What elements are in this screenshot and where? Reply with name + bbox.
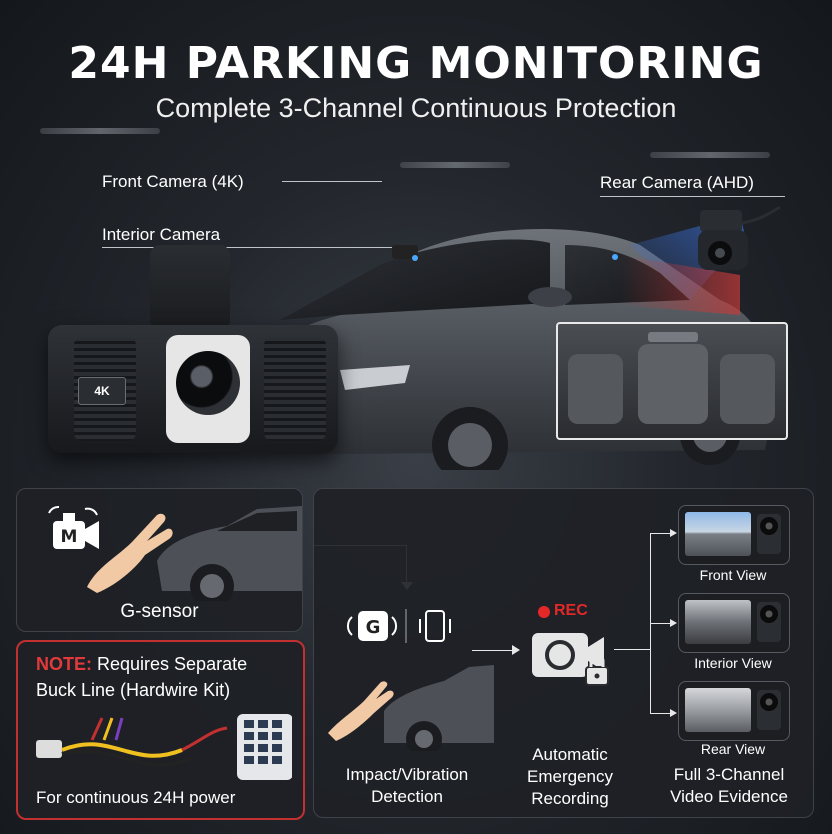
impact-label-line-2: Detection bbox=[371, 787, 443, 806]
recording-label-line-1: Automatic bbox=[532, 745, 608, 764]
rear-view-label: Rear View bbox=[700, 741, 766, 757]
gsensor-panel: M G-sensor bbox=[16, 488, 303, 632]
gsensor-label: G-sensor bbox=[120, 601, 199, 622]
connector-line bbox=[650, 623, 672, 624]
rear-camera-icon bbox=[698, 205, 780, 270]
hand-icon bbox=[87, 513, 173, 593]
note-line-1: NOTE: Requires Separate bbox=[36, 654, 247, 675]
interior-view-card bbox=[678, 593, 790, 653]
gsensor-letter: M bbox=[61, 527, 78, 547]
front-view-screen bbox=[685, 512, 751, 556]
interior-view-label: Interior View bbox=[694, 655, 772, 671]
front-view-card bbox=[678, 505, 790, 565]
camera-lens-icon bbox=[176, 351, 240, 415]
lens-icon bbox=[760, 605, 778, 623]
note-line-2: Buck Line (Hardwire Kit) bbox=[36, 680, 231, 700]
4k-badge: 4K bbox=[78, 377, 126, 405]
recording-flow-panel: G Impact/Vibration Detection REC Automat… bbox=[313, 488, 814, 818]
rear-camera-leader bbox=[600, 196, 785, 197]
arrow-right-icon bbox=[670, 709, 677, 717]
connector-line bbox=[472, 650, 514, 651]
recording-label-line-3: Recording bbox=[531, 789, 609, 808]
dashcam-mini-icon bbox=[757, 514, 781, 554]
impact-label-line-1: Impact/Vibration bbox=[345, 765, 469, 784]
rear-camera-label: Rear Camera (AHD) bbox=[600, 173, 754, 192]
interior-camera-label: Interior Camera bbox=[102, 225, 221, 244]
lens-housing bbox=[166, 335, 250, 443]
note-prefix: NOTE: bbox=[36, 654, 92, 674]
g-letter: G bbox=[366, 617, 381, 638]
page-title: 24H PARKING MONITORING bbox=[68, 38, 764, 89]
interior-camera-leader bbox=[102, 247, 392, 248]
lens-icon bbox=[760, 693, 778, 711]
front-camera-leader bbox=[282, 181, 382, 182]
connector-line bbox=[650, 533, 672, 534]
dashcam-mini-icon bbox=[757, 602, 781, 642]
rec-dot-icon bbox=[538, 606, 550, 618]
ceiling-light bbox=[400, 162, 510, 168]
dashcam-mount bbox=[150, 245, 230, 330]
car-seats-icon bbox=[568, 332, 775, 424]
page-subtitle: Complete 3-Channel Continuous Protection bbox=[155, 93, 677, 123]
evidence-label-line-1: Full 3-Channel bbox=[673, 765, 785, 784]
interior-view-screen bbox=[685, 600, 751, 644]
arrow-right-icon bbox=[670, 529, 677, 537]
recording-camera-icon bbox=[532, 633, 609, 686]
arrow-right-icon bbox=[512, 645, 520, 655]
vibration-sensor-icon: G bbox=[346, 609, 451, 643]
impact-car-icon bbox=[328, 665, 494, 751]
arrow-right-icon bbox=[670, 619, 677, 627]
front-view-label: Front View bbox=[699, 567, 767, 583]
rec-badge: REC bbox=[554, 602, 588, 619]
rear-view-card bbox=[678, 681, 790, 741]
note-line-1-text: Requires Separate bbox=[92, 654, 248, 674]
interior-view-inset bbox=[556, 322, 788, 440]
motion-camera-icon: M bbox=[48, 505, 99, 549]
parked-car-icon bbox=[157, 506, 302, 601]
hardwire-note-panel: NOTE: Requires Separate Buck Line (Hardw… bbox=[16, 640, 305, 820]
ceiling-light bbox=[650, 152, 770, 158]
dashcam-device: 4K bbox=[48, 325, 338, 453]
speaker-grille bbox=[264, 337, 326, 441]
recording-label-line-2: Emergency bbox=[527, 767, 613, 786]
dashcam-mini-icon bbox=[757, 690, 781, 730]
evidence-label-line-2: Video Evidence bbox=[670, 787, 788, 806]
connector-line bbox=[650, 713, 672, 714]
ceiling-light bbox=[40, 128, 160, 134]
connector-line bbox=[614, 649, 650, 650]
hardwire-kit-icon bbox=[36, 714, 292, 780]
front-camera-label: Front Camera (4K) bbox=[102, 172, 244, 191]
lens-icon bbox=[760, 517, 778, 535]
note-footer: For continuous 24H power bbox=[36, 788, 236, 807]
rear-view-screen bbox=[685, 688, 751, 732]
